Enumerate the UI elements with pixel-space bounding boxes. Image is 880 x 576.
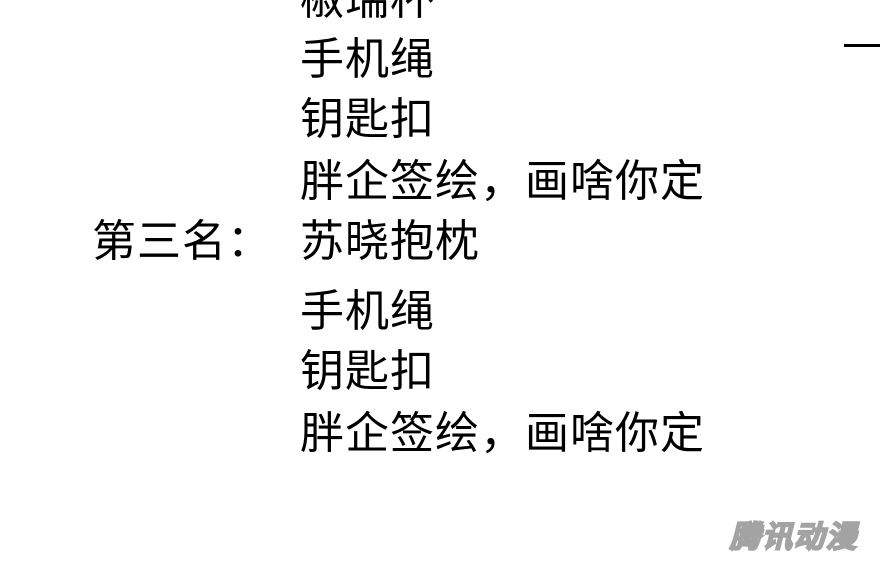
prize-item: 手机绳 bbox=[300, 286, 435, 337]
prize-item: 钥匙扣 bbox=[300, 94, 435, 145]
prize-item: 手机绳 bbox=[300, 34, 435, 85]
prize-item: 胖企签绘，画啥你定 bbox=[300, 156, 705, 207]
prize-item: 苏晓抱枕 bbox=[300, 216, 480, 267]
prize-item-partial: 椒瑞杯 bbox=[300, 0, 435, 22]
edge-stroke bbox=[844, 44, 880, 47]
watermark-logo: 腾讯动漫 bbox=[729, 519, 858, 556]
rank-label: 第三名： bbox=[92, 216, 272, 267]
prize-item: 钥匙扣 bbox=[300, 346, 435, 397]
prize-item: 胖企签绘，画啥你定 bbox=[300, 408, 705, 459]
